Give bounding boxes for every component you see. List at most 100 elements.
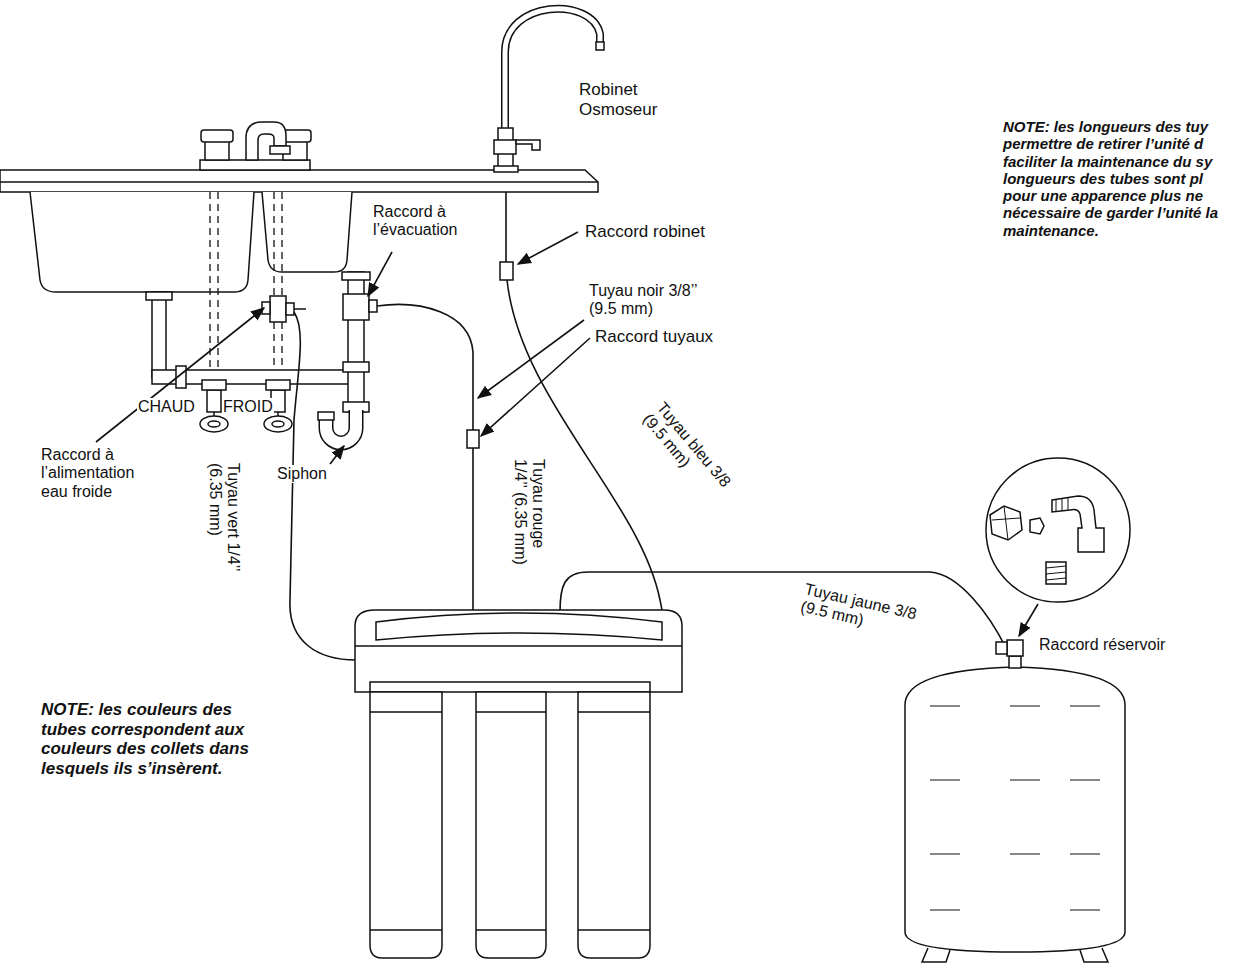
filter-cartridges [370,692,442,958]
ro-unit [355,610,682,692]
kitchen-faucet [200,122,311,170]
kitchen-faucet [201,130,233,142]
drain-pipes [146,272,377,412]
leader-arrows [518,232,578,264]
fitting-inset [1052,496,1104,552]
filter-cartridges [476,712,546,930]
kitchen-faucet [270,146,290,154]
drain-pipes [369,300,377,312]
storage-tank [1009,656,1021,668]
sink [30,192,254,292]
leader-arrows [330,446,344,464]
angle-valves [202,380,226,390]
ro-faucet [494,166,518,172]
supply-lines [210,192,282,392]
fitting-inset [986,458,1130,602]
angle-valves [266,380,290,390]
tube-coupling [467,430,479,448]
fitting-inset [1046,566,1066,580]
part-label: FROID [222,398,274,416]
angle-valves [200,416,228,432]
storage-tank [996,642,1007,654]
cold-water-adapter [294,308,306,310]
storage-tank [922,948,1108,962]
tubes [290,312,356,660]
drain-pipes [146,292,172,300]
part-label: Robinet Osmoseur [578,80,690,119]
drain-pipes [343,362,369,372]
part-label: CHAUD [137,398,196,416]
filter-cartridges [370,712,442,930]
supply-lines [217,192,218,392]
angle-valves [200,380,292,432]
part-label: Raccord à l’évacuation [372,203,476,240]
leader-arrows [96,308,264,442]
storage-tank [1007,640,1023,656]
part-label: Raccord robinet [584,222,706,242]
ro-faucet [500,262,513,280]
angle-valves [207,390,221,412]
angle-valves [272,421,284,427]
supply-lines [281,192,282,296]
part-label: Siphon [276,465,328,483]
storage-tank [930,706,1100,910]
ro-unit [370,682,650,692]
kitchen-faucet [200,160,310,170]
drain-pipes [343,294,369,320]
ro-faucet [596,42,604,50]
tube-label: Tuyau bleu 3/8 (9.5 mm) [638,398,751,523]
tube-label: Tuyau vert 1/4’’ (6.35 mm) [205,462,242,592]
cold-water-adapter [270,296,286,322]
drain-pipes [342,272,370,280]
storage-tank [905,667,1125,952]
tube-label: Tuyau jaune 3/8 (9.5 mm) [798,580,945,648]
fitting-inset [986,458,1130,602]
cold-water-adapter [262,296,306,322]
kitchen-faucet [205,140,229,160]
tubes [377,305,473,612]
ro-unit [355,645,682,647]
tube-coupling [467,430,479,448]
fitting-inset [990,506,1022,540]
ro-unit [355,610,682,692]
trap [318,410,356,443]
filter-cartridges [578,712,650,930]
filter-cartridges [370,692,650,958]
sink [262,192,352,272]
fitting-inset [1030,518,1044,534]
leader-arrows [368,252,392,296]
filter-cartridges [578,692,650,958]
fitting-inset [1046,562,1066,584]
ro-unit [376,613,662,640]
leader-arrows [1019,604,1038,636]
drain-pipes [152,292,166,378]
sink [0,170,598,292]
sink [0,181,598,183]
part-label: Raccord réservoir [1038,636,1166,654]
fitting-inset [1056,498,1068,512]
filter-cartridges [476,692,546,958]
cold-water-adapter [286,303,294,315]
ro-faucet [505,192,507,262]
note: NOTE: les couleurs des tubes corresponde… [40,700,252,778]
leader-arrows [96,232,1038,636]
angle-valves [208,421,220,427]
tube-label: Tuyau noir 3/8’’ (9.5 mm) [588,282,725,319]
sink [0,170,598,192]
leader-arrows [478,320,584,398]
part-label: Raccord à l’alimentation eau froide [40,446,160,501]
tube-label: Tuyau rouge 1/4’’ (6.35 mm) [510,458,547,578]
ro-faucet [516,140,540,150]
drain-pipes [348,272,364,412]
angle-valves [277,412,279,416]
angle-valves [213,412,215,416]
tubes [290,280,1006,664]
leader-arrows [481,338,590,436]
storage-tank [905,640,1125,962]
note: NOTE: les longueurs des tuy permettre de… [1002,118,1230,239]
angle-valves [264,416,292,432]
supply-lines [273,192,274,296]
trap [318,412,334,420]
part-label: Raccord tuyaux [594,327,714,347]
